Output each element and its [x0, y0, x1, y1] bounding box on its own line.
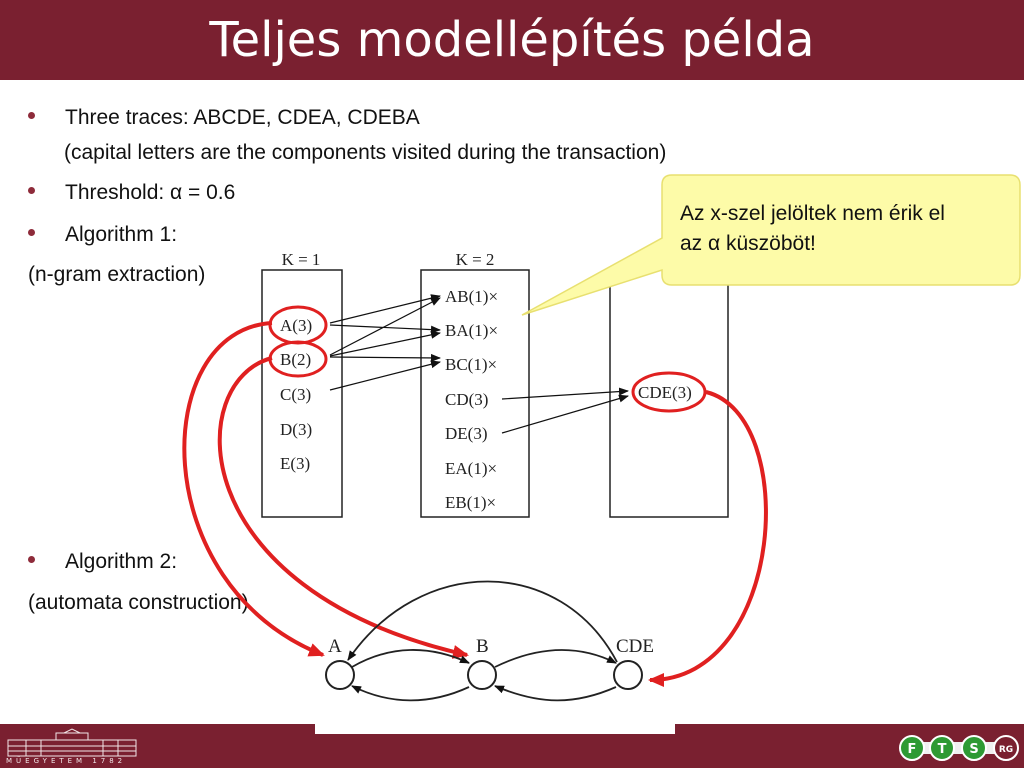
k2-item: BA(1)×: [445, 321, 498, 340]
badge-t-label: T: [938, 742, 947, 757]
badge-rg-icon: [993, 735, 1019, 761]
k2-header: K = 2: [456, 250, 495, 269]
university-caption: MŰEGYETEM 1782: [6, 757, 127, 765]
k2-box: [420, 269, 530, 518]
transition-b-to-cde: [494, 649, 617, 668]
badge-t-icon: [929, 735, 955, 761]
state-a: [325, 660, 355, 690]
badge-f-icon: [899, 735, 925, 761]
arrow-cd-to-cde: [501, 387, 629, 400]
k1-item: A(3): [280, 316, 312, 335]
bullet-algorithm-2: Algorithm 2:: [28, 550, 177, 574]
bullet-dot: [28, 186, 35, 194]
k1-item: D(3): [280, 420, 312, 439]
arrow-c-to-bc: [329, 360, 441, 391]
red-arrow-b-to-state-b: [217, 356, 469, 659]
algorithm-1-subtitle: (n-gram extraction): [28, 263, 206, 286]
k1-box: [261, 269, 343, 518]
callout-bubble: [521, 174, 1021, 316]
state-a-label: A: [328, 636, 342, 657]
state-cde: [613, 660, 643, 690]
k1-item: C(3): [280, 385, 311, 404]
transition-cde-to-a: [347, 580, 618, 663]
arrow-a-to-ab: [329, 294, 441, 324]
bullet-algorithm-1: Algorithm 1:: [28, 223, 177, 247]
k2-item: EB(1)×: [445, 493, 496, 512]
department-badges: F T S RG: [899, 735, 1019, 761]
callout-line-1: Az x-szel jelöltek nem érik el: [680, 202, 945, 225]
bullet-dot: [28, 228, 35, 236]
automaton-transitions: [347, 580, 618, 702]
title-bar: [0, 0, 1024, 80]
bullet-threshold-text: Threshold: α = 0.6: [65, 181, 236, 204]
bullet-traces: Three traces: ABCDE, CDEA, CDEBA: [28, 106, 420, 130]
transition-b-to-a: [351, 685, 470, 702]
bullet-dot: [28, 555, 35, 563]
bullet-algorithm-2-text: Algorithm 2:: [65, 550, 178, 573]
callout-text: Az x-szel jelöltek nem érik el az α küsz…: [680, 199, 1010, 259]
highlight-cde: [631, 371, 707, 413]
arrow-a-to-ba: [329, 324, 441, 334]
state-cde-label: CDE: [616, 636, 654, 657]
transition-a-to-b: [351, 649, 470, 668]
state-b: [467, 660, 497, 690]
footer-white-strip: [315, 724, 675, 734]
k3-item: CDE(3): [638, 383, 692, 402]
bullet-algorithm-1-text: Algorithm 1:: [65, 223, 178, 246]
algorithm-2-subtitle: (automata construction): [28, 591, 249, 614]
k2-item: CD(3): [445, 390, 488, 409]
bullet-traces-text: Three traces: ABCDE, CDEA, CDEBA: [65, 106, 420, 129]
slide-title: Teljes modellépítés példa: [209, 12, 815, 68]
ngram-arrows: [329, 294, 629, 434]
badge-s-icon: [961, 735, 987, 761]
k2-item: EA(1)×: [445, 459, 497, 478]
k2-item: AB(1)×: [445, 287, 498, 306]
arrow-b-to-ba: [329, 330, 441, 357]
k1-item: B(2): [280, 350, 311, 369]
k2-item: BC(1)×: [445, 355, 497, 374]
badge-f-label: F: [908, 742, 917, 757]
badge-s-label: S: [969, 742, 978, 757]
state-b-label: B: [476, 636, 489, 657]
callout-line-2: az α küszöböt!: [680, 232, 816, 255]
bullet-traces-note: (capital letters are the components visi…: [64, 141, 667, 164]
arrow-de-to-cde: [501, 394, 629, 434]
bullet-threshold: Threshold: α = 0.6: [28, 181, 235, 205]
red-arrow-a-to-state-a: [182, 321, 325, 657]
arrow-b-to-bc: [329, 353, 441, 362]
transition-cde-to-b: [494, 685, 617, 702]
arrow-b-to-ab: [329, 297, 441, 356]
k2-item: DE(3): [445, 424, 487, 443]
k1-header: K = 1: [282, 250, 321, 269]
red-arrow-cde-to-state-cde: [648, 390, 768, 687]
university-building-logo: [7, 728, 137, 757]
bullet-dot: [28, 111, 35, 119]
badge-rg-label: RG: [999, 745, 1013, 755]
k1-item: E(3): [280, 454, 310, 473]
